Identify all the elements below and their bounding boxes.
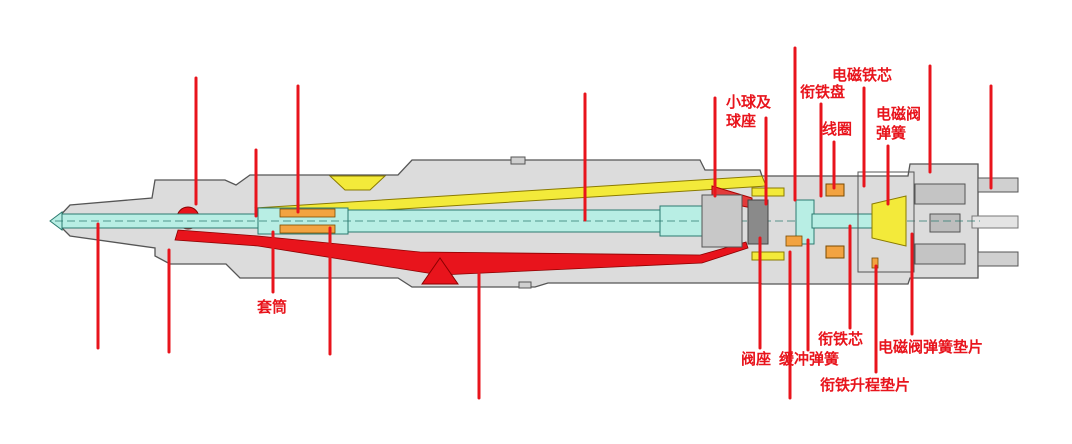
valve-spring-part — [871, 195, 907, 247]
fuel-return-passage — [174, 229, 749, 276]
label-sleeve: 套筒 — [257, 298, 288, 316]
label-armature-plate: 衔铁盘 — [800, 83, 846, 101]
label-armature-core: 衔铁芯 — [818, 330, 864, 348]
label-valve-spring-shim: 电磁阀弹簧垫片 — [878, 338, 984, 356]
label-buffer-spring: 缓冲弹簧 — [779, 350, 840, 368]
coil-part — [825, 245, 845, 259]
electrical-connector — [914, 177, 1019, 267]
control-valve-block — [701, 194, 743, 248]
fuel-inlet-passage — [328, 175, 387, 191]
valve-yellow-ring — [751, 187, 785, 197]
label-valve-seat: 阀座 — [741, 350, 772, 368]
fuel-return-chamber — [421, 257, 459, 285]
leader-lines — [96, 46, 993, 400]
label-ball-and-seat: 小球及球座 — [726, 93, 772, 130]
label-armature-lift-shim: 衔铁升程垫片 — [820, 376, 911, 394]
body-notch — [518, 281, 532, 289]
sleeve-spring — [279, 208, 336, 234]
armature-core-part — [811, 213, 877, 229]
magnet-housing — [857, 171, 915, 273]
buffer-spring-part — [785, 235, 803, 247]
valve-seat-part — [747, 199, 769, 245]
label-coil: 线圈 — [822, 120, 853, 138]
valve-yellow-ring — [751, 251, 785, 261]
label-solenoid-valve-spring: 电磁阀弹簧 — [876, 105, 922, 142]
body-notch — [510, 156, 526, 165]
label-solenoid-core: 电磁铁芯 — [832, 66, 893, 84]
